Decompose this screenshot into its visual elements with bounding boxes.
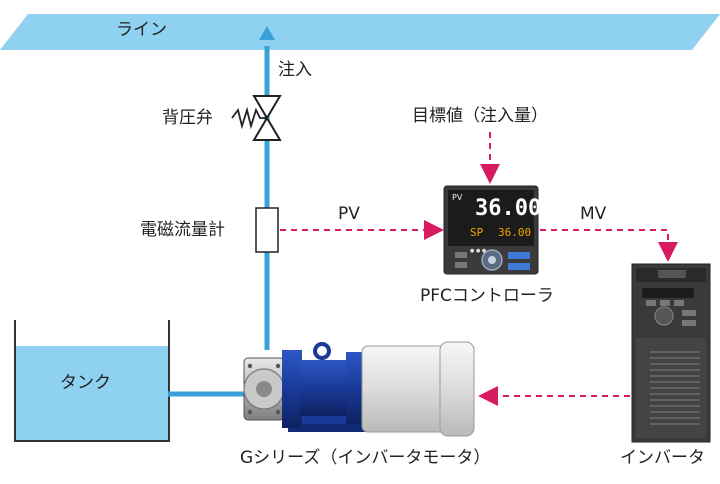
signal-lines: [280, 132, 678, 406]
line-pipe: [0, 14, 720, 50]
signal-mv: [540, 229, 678, 262]
line-label: ライン: [116, 20, 167, 40]
back-pressure-valve-label: 背圧弁: [162, 108, 213, 128]
pfc-controller-label: PFCコントローラ: [420, 286, 554, 306]
pump-label: Gシリーズ（インバータモータ）: [240, 448, 491, 468]
flowmeter-label: 電磁流量計: [140, 220, 225, 240]
controller-pv-tag: PV: [452, 193, 463, 202]
tank: [14, 320, 170, 442]
injection-label: 注入: [278, 60, 312, 80]
injection-arrow: [259, 26, 275, 40]
mv-label: MV: [580, 204, 607, 224]
pump: [243, 341, 475, 437]
back-pressure-valve: [231, 95, 282, 141]
controller-sp-tag: SP: [470, 226, 484, 239]
svg-text:● ● ●: ● ● ●: [470, 248, 487, 254]
inverter-label: インバータ: [620, 448, 705, 468]
pv-label: PV: [338, 204, 360, 224]
tank-label: タンク: [60, 373, 111, 393]
flowmeter-box: [255, 207, 279, 253]
target-value-label: 目標値（注入量）: [412, 106, 548, 126]
inverter-device: [631, 263, 711, 443]
controller-sp-value: 36.00: [498, 226, 532, 239]
pfc-controller-device: ● ● ●: [443, 185, 539, 275]
controller-pv-value: 36.00: [475, 196, 542, 221]
